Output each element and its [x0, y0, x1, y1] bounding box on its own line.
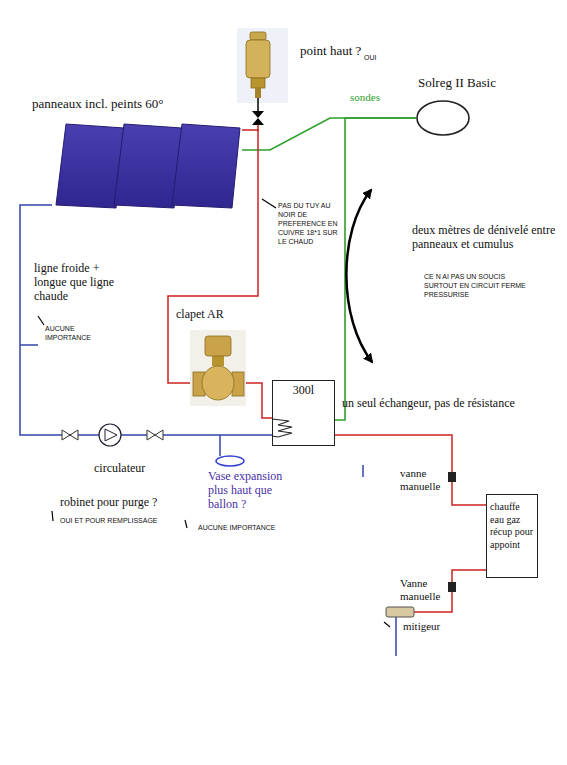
answer-text: PAS DU TUY AU NOIR DE PREFERENCE EN CUIV…	[278, 201, 340, 246]
question-text: robinet pour purge ?	[60, 496, 157, 510]
note-text: deux mètres de dénivelé entre panneaux e…	[412, 224, 562, 252]
leader-line	[384, 622, 390, 627]
connector-layer	[20, 118, 486, 505]
exchanger-coil	[272, 419, 292, 437]
solar-panel	[56, 124, 124, 208]
valve-symbol	[147, 430, 155, 440]
leader-line	[185, 520, 187, 528]
answer-text: OUI ET POUR REMPLISSAGE	[60, 516, 158, 525]
vent-stem	[255, 88, 261, 98]
hot-pipe	[257, 125, 259, 131]
photo-background	[190, 330, 246, 406]
note-text: un seul échangeur, pas de résistance	[342, 397, 515, 411]
node-text: chauffe eau gaz récup pour appoint	[487, 495, 537, 551]
controller-ellipse: Solreg II Basic	[416, 100, 470, 136]
edge-label: sondes	[350, 91, 380, 104]
cold-pipe	[20, 205, 272, 435]
part-label: clapet AR	[176, 308, 224, 322]
solar-panel-array: panneaux incl. peints 60°	[52, 120, 242, 212]
vent-nut	[251, 78, 265, 88]
valve-symbol	[252, 118, 264, 125]
photo-background	[237, 28, 288, 103]
valve-symbol	[62, 430, 70, 440]
leader-line	[52, 511, 53, 521]
node-text: Solreg II Basic	[418, 76, 496, 91]
question-text: Vase expansion plus haut que ballon ?	[208, 470, 303, 511]
note-text: point haut ?	[300, 44, 361, 59]
part-label: vanne manuelle	[400, 467, 452, 492]
part-label: mitigeur	[403, 620, 440, 633]
controller-ellipse	[417, 101, 469, 135]
expansion-pipe	[219, 435, 221, 456]
solar-panel	[172, 124, 240, 208]
note-text: ligne froide + longue que ligne chaude	[34, 262, 114, 303]
mixer-valve	[386, 607, 414, 617]
panel-group	[52, 120, 242, 212]
answer-text: AUCUNE IMPORTANCE	[198, 523, 276, 532]
answer-text: AUCUNE IMPORTANCE	[45, 324, 95, 342]
solar-panel	[114, 124, 182, 208]
controller-outline	[416, 100, 470, 136]
pipe-stub	[362, 465, 364, 477]
check-valve-cap	[205, 336, 231, 356]
check-valve-body	[202, 366, 234, 400]
sensor-wire	[335, 118, 416, 420]
leader-line	[38, 316, 44, 325]
leader-line	[262, 199, 276, 208]
valve-symbol	[155, 430, 163, 440]
cold-water-pipe	[395, 617, 397, 656]
part-label: Vanne manuelle	[400, 577, 452, 602]
part-label: circulateur	[94, 462, 145, 476]
hot-water-pipe	[335, 435, 486, 505]
expansion-vessel	[216, 456, 244, 466]
valve-symbol	[70, 430, 78, 440]
node-text: 300l	[273, 381, 334, 398]
vent-pipe	[257, 98, 259, 112]
pipe-stub	[20, 344, 38, 346]
height-arrow	[346, 190, 372, 362]
vent-cap	[250, 32, 266, 40]
gas-heater-box: chauffe eau gaz récup pour appoint	[486, 494, 538, 578]
storage-tank: 300l	[272, 380, 335, 446]
manual-valve	[448, 472, 456, 482]
air-vent-body	[246, 40, 270, 78]
answer-text: OUI	[364, 53, 376, 62]
answer-text: CE N AI PAS UN SOUCIS SURTOUT EN CIRCUIT…	[424, 272, 536, 299]
pump-symbol	[99, 424, 121, 446]
manual-valve	[448, 582, 456, 592]
sensor-wire	[242, 118, 416, 150]
valve-symbol	[252, 111, 264, 118]
pump-symbol	[105, 429, 117, 441]
node-text: panneaux incl. peints 60°	[32, 97, 164, 112]
